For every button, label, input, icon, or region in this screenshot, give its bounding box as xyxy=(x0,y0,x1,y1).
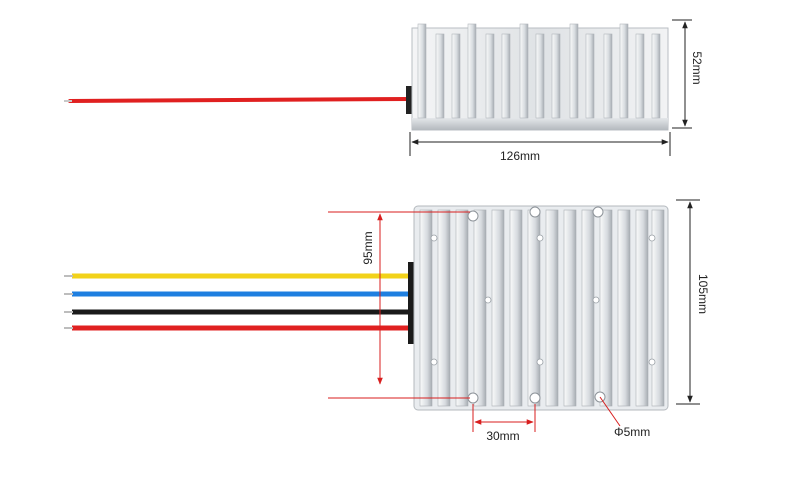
top-fin xyxy=(651,209,665,407)
side-fin xyxy=(451,33,461,119)
mounting-hole xyxy=(529,206,541,218)
top-fin xyxy=(509,209,523,407)
side-view-red-wire xyxy=(68,97,412,103)
dimension-hole-spacing-vertical: 95mm xyxy=(328,211,470,399)
dimension-height-top: 105mm xyxy=(676,199,710,405)
dimension-hole-spacing-horizontal-label: 30mm xyxy=(486,429,519,443)
dimension-length-side: 126mm xyxy=(409,132,671,163)
fin-rivet xyxy=(430,234,438,242)
dimension-hole-spacing-vertical-label: 95mm xyxy=(361,231,375,264)
fin-rivet xyxy=(484,296,492,304)
mounting-hole xyxy=(592,206,604,218)
top-fin xyxy=(473,209,487,407)
side-fin xyxy=(435,33,445,119)
side-fin xyxy=(501,33,511,119)
top-fin xyxy=(437,209,451,407)
dimension-height-side-label: 52mm xyxy=(690,51,704,84)
side-fin xyxy=(635,33,645,119)
top-fin xyxy=(491,209,505,407)
fin-rivet xyxy=(648,358,656,366)
side-fin xyxy=(535,33,545,119)
fin-rivet xyxy=(536,358,544,366)
mounting-hole xyxy=(467,210,479,222)
top-fin xyxy=(455,209,469,407)
dimension-hole-diameter: Φ5mm xyxy=(599,396,650,439)
top-fin xyxy=(581,209,595,407)
dimension-length-side-label: 126mm xyxy=(500,149,540,163)
dimension-hole-spacing-horizontal: 30mm xyxy=(472,404,536,443)
side-fin xyxy=(417,23,427,119)
fin-rivet xyxy=(648,234,656,242)
side-view xyxy=(64,23,669,131)
side-fin xyxy=(585,33,595,119)
side-fin xyxy=(519,23,529,119)
side-view-fins xyxy=(417,23,661,119)
side-fin xyxy=(485,33,495,119)
mounting-holes xyxy=(467,206,606,404)
side-view-grommet xyxy=(406,86,412,114)
top-fin xyxy=(599,209,613,407)
fin-rivet xyxy=(430,358,438,366)
wire-tips xyxy=(64,275,73,329)
side-fin xyxy=(467,23,477,119)
top-view-grommet xyxy=(408,262,416,344)
top-fin xyxy=(545,209,559,407)
dimension-height-side: 52mm xyxy=(672,19,704,129)
side-view-base xyxy=(412,118,668,130)
side-fin xyxy=(619,23,629,119)
side-fin xyxy=(569,23,579,119)
fin-rivet xyxy=(592,296,600,304)
side-fin xyxy=(551,33,561,119)
mounting-hole xyxy=(529,392,541,404)
side-fin xyxy=(651,33,661,119)
top-fin xyxy=(617,209,631,407)
top-fin xyxy=(563,209,577,407)
dimension-height-top-label: 105mm xyxy=(696,274,710,314)
top-view-fins xyxy=(419,209,665,407)
dimension-hole-diameter-label: Φ5mm xyxy=(614,425,650,439)
top-fin xyxy=(635,209,649,407)
side-fin xyxy=(603,33,613,119)
fin-rivet xyxy=(536,234,544,242)
top-view xyxy=(64,205,669,411)
top-fin xyxy=(419,209,433,407)
